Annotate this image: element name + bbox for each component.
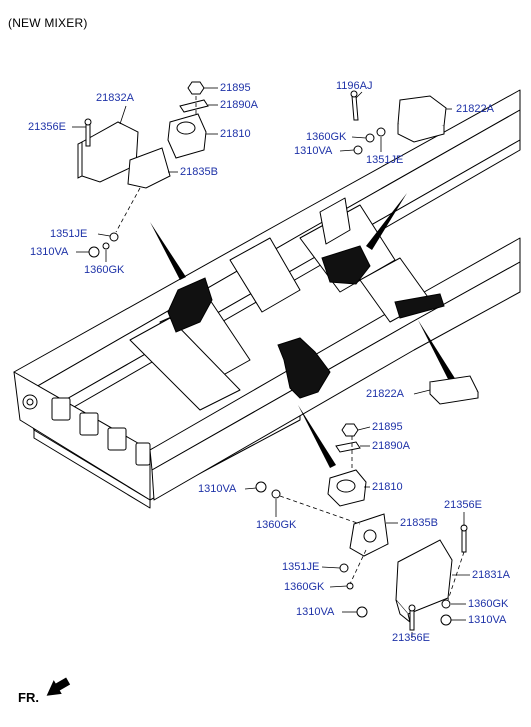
label-1196AJ: 1196AJ <box>336 80 373 92</box>
label-21895-lower: 21895 <box>372 421 403 433</box>
label-21832A: 21832A <box>96 92 134 104</box>
label-1360GK-upper: 1360GK <box>306 131 347 143</box>
frame-mount-blocks <box>167 245 445 399</box>
label-21822A-mid: 21822A <box>366 388 404 400</box>
label-21890A-lower: 21890A <box>372 440 410 452</box>
nut-1310VA-upper <box>353 145 363 155</box>
label-1360GK-right: 1360GK <box>468 598 509 610</box>
washer-1360GK <box>102 242 110 250</box>
upper-left-mount-group <box>77 81 209 258</box>
upper-right-mount-group <box>350 90 447 155</box>
washer-1360GK-upper <box>365 133 375 143</box>
label-1310VA-upper: 1310VA <box>294 145 333 157</box>
nut-21895 <box>187 81 205 95</box>
bracket-21835B <box>127 147 171 189</box>
front-direction-label: FR. <box>18 690 39 705</box>
label-21895-upper: 21895 <box>220 82 251 94</box>
label-21356E-upper: 21356E <box>28 121 66 133</box>
bolt-21356E-upper <box>85 123 91 147</box>
nut-1310VA <box>88 246 100 258</box>
plate-21890A <box>179 99 209 113</box>
label-1310VA-right: 1310VA <box>468 614 507 626</box>
washer-1351JE-lower <box>339 563 349 573</box>
label-1351JE-lower: 1351JE <box>282 561 320 573</box>
label-21835B-lower: 21835B <box>400 517 438 529</box>
label-21810-upper: 21810 <box>220 128 251 140</box>
diagram-caption: (NEW MIXER) <box>8 16 88 30</box>
nut-1310VA-lower <box>356 606 368 618</box>
washer-1351JE <box>109 232 119 242</box>
label-1360GK-lower: 1360GK <box>284 581 325 593</box>
label-1310VA-left: 1310VA <box>30 246 69 258</box>
washer-1360GK-left <box>271 489 281 499</box>
bolt-21356E-lower-right <box>461 529 467 553</box>
label-1351JE-upper: 1351JE <box>366 154 404 166</box>
label-21890A-upper: 21890A <box>220 99 258 111</box>
plate-21890A-lower <box>335 441 361 453</box>
label-1351JE-left: 1351JE <box>50 228 88 240</box>
right-mid-bracket <box>429 375 479 405</box>
label-21356E-lower: 21356E <box>392 632 430 644</box>
washer-1360GK-right <box>441 599 451 609</box>
lower-mount-group <box>255 423 468 631</box>
assembly-dashes <box>115 96 465 601</box>
nut-1310VA-left <box>255 481 267 493</box>
nut-21895-lower <box>341 423 359 437</box>
label-21810-lower: 21810 <box>372 481 403 493</box>
label-1310VA-mid: 1310VA <box>198 483 237 495</box>
label-21831A: 21831A <box>472 569 510 581</box>
label-21356E-right: 21356E <box>444 499 482 511</box>
label-1310VA-lower: 1310VA <box>296 606 335 618</box>
leader-lines <box>72 87 470 638</box>
label-21822A-upper: 21822A <box>456 103 494 115</box>
front-arrow-icon <box>46 677 71 696</box>
label-1360GK-mid: 1360GK <box>256 519 297 531</box>
label-1360GK-left: 1360GK <box>84 264 125 276</box>
washer-1351JE-upper <box>376 127 386 137</box>
nut-1310VA-right <box>440 614 452 626</box>
rubber-mount-21810 <box>167 113 207 159</box>
label-21835B-upper: 21835B <box>180 166 218 178</box>
callout-wedges <box>150 193 456 468</box>
bolt-21356E-lower <box>409 609 415 631</box>
bolt-1196AJ <box>351 95 359 121</box>
